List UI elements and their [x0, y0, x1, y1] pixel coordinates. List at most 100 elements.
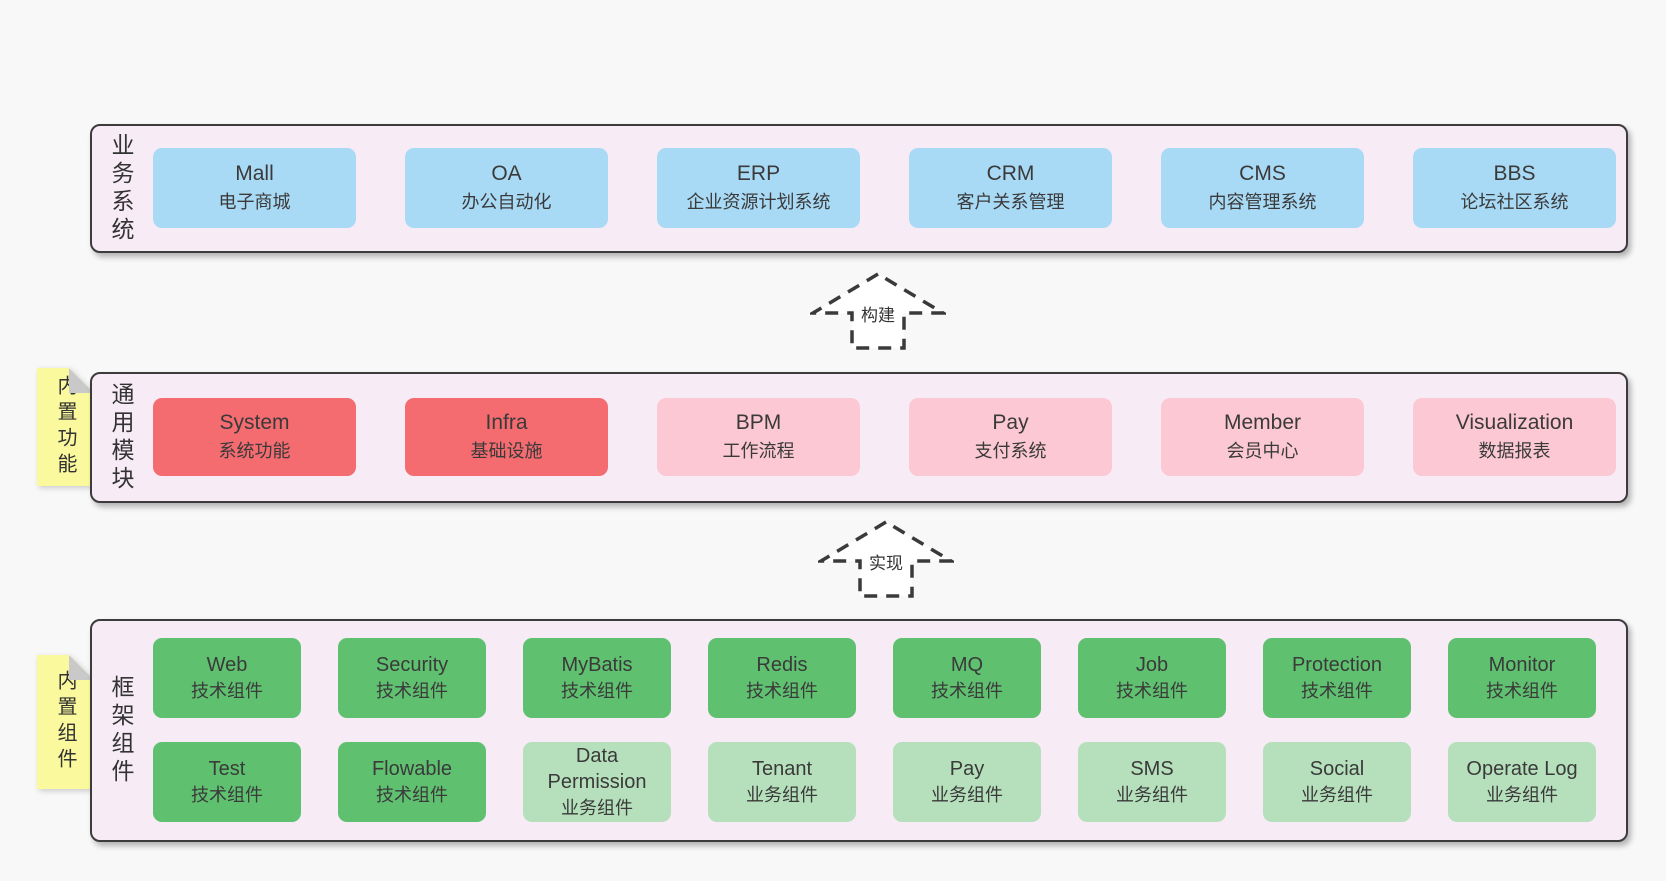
box-title: Tenant — [751, 758, 813, 780]
box-operate-log: Operate Log 业务组件 — [1448, 742, 1596, 822]
box-title: Operate Log — [1466, 758, 1578, 780]
box-title: Infra — [485, 411, 528, 434]
box-subtitle: 业务组件 — [561, 798, 633, 818]
box-subtitle: 技术组件 — [931, 681, 1003, 701]
box-redis: Redis 技术组件 — [708, 638, 856, 718]
box-sms: SMS 业务组件 — [1078, 742, 1226, 822]
box-bpm: BPM 工作流程 — [657, 398, 860, 476]
box-title: SMS — [1130, 758, 1174, 780]
box-data-permission: Data Permission 业务组件 — [523, 742, 671, 822]
section-label-text: 框架组件 — [108, 674, 134, 787]
box-mall: Mall 电子商城 — [153, 148, 356, 228]
box-title: Member — [1223, 411, 1302, 434]
box-title: Data Permission — [547, 745, 647, 793]
box-subtitle: 系统功能 — [218, 441, 291, 461]
box-protection: Protection 技术组件 — [1263, 638, 1411, 718]
box-subtitle: 客户关系管理 — [956, 192, 1065, 212]
box-title: Protection — [1291, 654, 1383, 676]
box-subtitle: 技术组件 — [191, 785, 263, 805]
box-subtitle: 数据报表 — [1478, 441, 1551, 461]
box-mybatis: MyBatis 技术组件 — [523, 638, 671, 718]
arrow-label: 实现 — [866, 553, 906, 575]
box-system: System 系统功能 — [153, 398, 356, 476]
box-title: Pay — [992, 411, 1029, 434]
box-subtitle: 技术组件 — [1486, 681, 1558, 701]
box-subtitle: 技术组件 — [1301, 681, 1373, 701]
box-subtitle: 技术组件 — [746, 681, 818, 701]
box-title: CRM — [986, 162, 1035, 185]
box-title: Monitor — [1488, 654, 1556, 676]
sticky-note-label: 内置功能 — [54, 375, 76, 479]
box-cms: CMS 内容管理系统 — [1161, 148, 1364, 228]
section-label-text: 业务系统 — [108, 132, 134, 245]
box-row: System 系统功能 Infra 基础设施 BPM 工作流程 Pay 支付系统 Member 会… — [153, 398, 1616, 476]
sticky-note-builtin-components: 内置组件 — [37, 655, 94, 789]
section-label: 业务系统 — [104, 126, 138, 251]
box-subtitle: 企业资源计划系统 — [686, 192, 831, 212]
box-title: Job — [1135, 654, 1169, 676]
box-title: ERP — [736, 162, 781, 185]
box-subtitle: 电子商城 — [218, 192, 291, 212]
box-job: Job 技术组件 — [1078, 638, 1226, 718]
arrow-implement: 实现 — [818, 519, 954, 599]
box-title: Redis — [756, 654, 808, 676]
box-security: Security 技术组件 — [338, 638, 486, 718]
box-monitor: Monitor 技术组件 — [1448, 638, 1596, 718]
box-erp: ERP 企业资源计划系统 — [657, 148, 860, 228]
box-title: Mall — [235, 162, 274, 185]
box-subtitle: 技术组件 — [376, 785, 448, 805]
box-title: BPM — [735, 411, 782, 434]
box-mq: MQ 技术组件 — [893, 638, 1041, 718]
box-subtitle: 办公自动化 — [461, 192, 552, 212]
box-infra: Infra 基础设施 — [405, 398, 608, 476]
box-subtitle: 工作流程 — [722, 441, 795, 461]
box-subtitle: 支付系统 — [974, 441, 1047, 461]
box-title: MyBatis — [561, 654, 633, 676]
section-common-modules: 通用模块 System 系统功能 Infra 基础设施 BPM 工作流程 Pay 支付系统 Me… — [90, 372, 1628, 503]
box-title: Visualization — [1455, 411, 1574, 434]
sticky-note-label: 内置组件 — [54, 670, 76, 774]
sticky-note-builtin-features: 内置功能 — [37, 368, 94, 486]
box-subtitle: 论坛社区系统 — [1460, 192, 1569, 212]
box-title: Flowable — [371, 758, 453, 780]
box-title: Test — [208, 758, 246, 780]
box-flowable: Flowable 技术组件 — [338, 742, 486, 822]
section-label-text: 通用模块 — [108, 381, 134, 494]
box-pay: Pay 支付系统 — [909, 398, 1112, 476]
box-subtitle: 业务组件 — [931, 785, 1003, 805]
arrow-label: 构建 — [858, 305, 898, 327]
box-visualization: Visualization 数据报表 — [1413, 398, 1616, 476]
box-subtitle: 内容管理系统 — [1208, 192, 1317, 212]
arrow-build: 构建 — [810, 271, 946, 351]
box-title: Security — [375, 654, 449, 676]
box-subtitle: 技术组件 — [376, 681, 448, 701]
box-crm: CRM 客户关系管理 — [909, 148, 1112, 228]
box-subtitle: 业务组件 — [1116, 785, 1188, 805]
box-title: MQ — [950, 654, 984, 676]
box-subtitle: 技术组件 — [191, 681, 263, 701]
box-title: CMS — [1239, 162, 1286, 185]
box-subtitle: 业务组件 — [1301, 785, 1373, 805]
box-subtitle: 基础设施 — [470, 441, 543, 461]
box-title: System — [219, 411, 290, 434]
box-test: Test 技术组件 — [153, 742, 301, 822]
section-label: 通用模块 — [104, 374, 138, 501]
box-subtitle: 技术组件 — [1116, 681, 1188, 701]
box-subtitle: 会员中心 — [1226, 441, 1299, 461]
box-member: Member 会员中心 — [1161, 398, 1364, 476]
section-label: 框架组件 — [104, 621, 138, 840]
box-title: Social — [1309, 758, 1365, 780]
box-subtitle: 业务组件 — [1486, 785, 1558, 805]
box-subtitle: 技术组件 — [561, 681, 633, 701]
box-subtitle: 业务组件 — [746, 785, 818, 805]
box-tenant: Tenant 业务组件 — [708, 742, 856, 822]
